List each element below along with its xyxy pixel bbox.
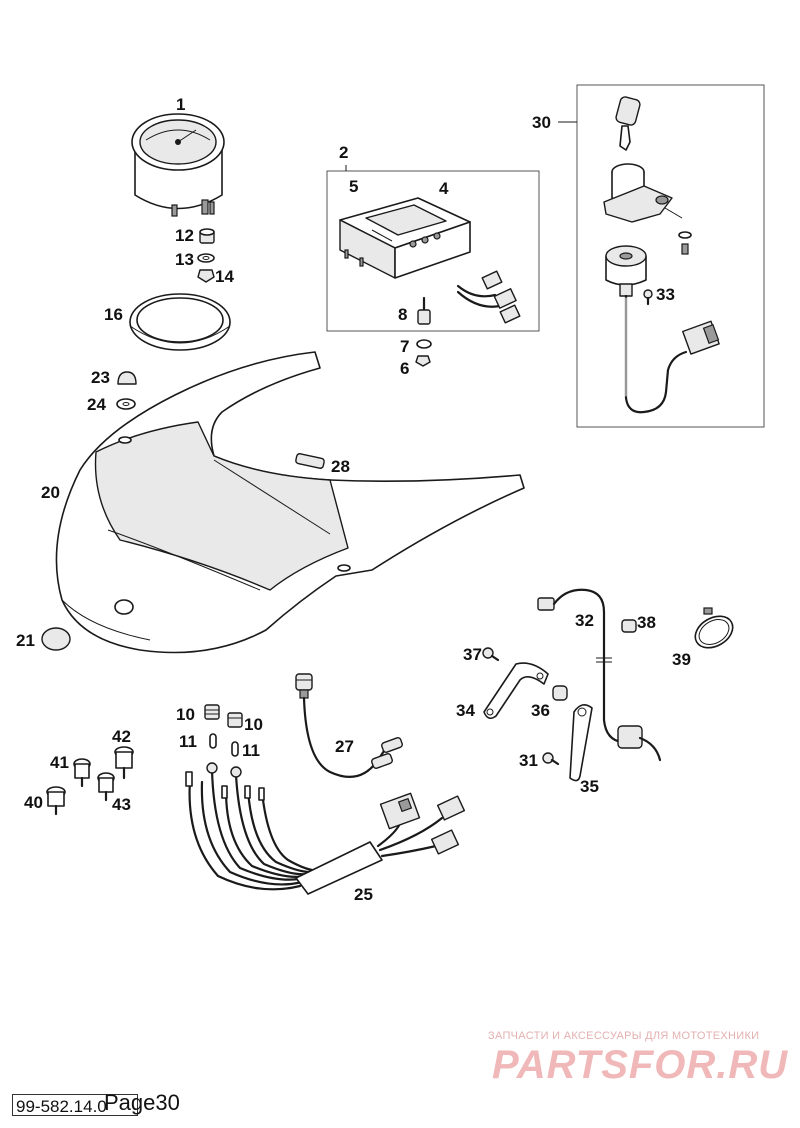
callout-13: 13	[175, 250, 194, 269]
callout-16: 16	[104, 305, 123, 324]
callout-11-left: 11	[179, 732, 197, 751]
part-6-nut	[415, 355, 431, 367]
part-30-ignition-lock	[603, 163, 692, 255]
part-12-bushing	[199, 228, 215, 244]
callout-34: 34	[456, 701, 475, 720]
part-7-washer	[416, 339, 432, 349]
callout-28: 28	[331, 457, 350, 476]
part-34-bracket	[483, 662, 549, 720]
doc-number-box	[12, 1094, 138, 1116]
part-38-clip	[621, 619, 637, 633]
part-13-washer	[197, 253, 215, 263]
callout-labels: 1 2 5 4 8 7 6 12 13 14 16 30 33 23 24 28…	[16, 95, 691, 904]
part-11-bulb-left	[209, 733, 217, 749]
part-30-ignition-key	[615, 96, 641, 151]
callout-2: 2	[339, 143, 348, 162]
callout-11-right: 11	[242, 741, 260, 760]
part-16-ring	[129, 293, 231, 351]
part-35-bracket	[569, 704, 593, 782]
part-8-stud	[417, 296, 431, 325]
callout-21: 21	[16, 631, 35, 650]
part-40-lamp	[46, 786, 66, 816]
part-30-ignition-switch	[605, 245, 720, 414]
callout-14: 14	[215, 267, 234, 286]
part-24-washer	[116, 398, 136, 410]
part-36-spacer	[552, 685, 568, 701]
part-14-nut	[197, 269, 215, 283]
callout-20: 20	[41, 483, 60, 502]
callout-1: 1	[176, 95, 185, 114]
part-43-lamp	[97, 772, 115, 802]
callout-41: 41	[50, 753, 69, 772]
part-27-speedo-cable	[295, 673, 403, 778]
callout-10-right: 10	[244, 715, 263, 734]
callout-5: 5	[349, 177, 358, 196]
callout-42: 42	[112, 727, 131, 746]
part-10-lamp-holder-left	[204, 704, 220, 720]
callout-10-left: 10	[176, 705, 195, 724]
part-10-lamp-holder-right	[227, 712, 243, 728]
callout-36: 36	[531, 701, 550, 720]
part-39-cable-tie	[694, 607, 734, 649]
part-33-screw	[643, 289, 653, 306]
part-42-lamp	[114, 746, 134, 780]
group-box-2	[326, 170, 540, 332]
callout-27: 27	[335, 737, 354, 756]
callout-35: 35	[580, 777, 599, 796]
part-11-bulb-right	[231, 741, 239, 757]
callout-8: 8	[398, 305, 407, 324]
watermark-caption: ЗАПЧАСТИ И АКСЕССУАРЫ ДЛЯ МОТОТЕХНИКИ	[488, 1030, 760, 1042]
callout-31: 31	[519, 751, 538, 770]
part-2-wiring-connectors	[456, 270, 521, 324]
part-31-screw	[542, 752, 560, 766]
callout-39: 39	[672, 650, 691, 669]
part-1-speedometer	[131, 113, 225, 217]
callout-24: 24	[87, 395, 106, 414]
part-25-wiring-harness	[185, 762, 466, 895]
part-20-fairing	[55, 351, 525, 654]
callout-4: 4	[439, 179, 449, 198]
doc-number: 99-582.14.0	[16, 1097, 107, 1116]
callout-30: 30	[532, 113, 551, 132]
callout-12: 12	[175, 226, 194, 245]
callout-43: 43	[112, 795, 131, 814]
part-4-display-unit	[339, 197, 471, 279]
part-21-plug	[41, 627, 71, 651]
page-label: Page30	[104, 1090, 180, 1115]
callout-25: 25	[354, 885, 373, 904]
part-23-cap-nut	[117, 371, 137, 385]
part-32-sensor-cable	[537, 588, 662, 762]
callout-37: 37	[463, 645, 482, 664]
part-37-screw	[482, 647, 500, 662]
callout-7: 7	[400, 337, 409, 356]
group-box-30	[576, 84, 765, 428]
callout-38: 38	[637, 613, 656, 632]
watermark-logo: PARTSFOR.RU	[492, 1043, 789, 1087]
callout-23: 23	[91, 368, 110, 387]
part-28-clip	[295, 453, 325, 469]
callout-32: 32	[575, 611, 594, 630]
part-41-lamp	[73, 758, 91, 788]
callout-6: 6	[400, 359, 409, 378]
callout-33: 33	[656, 285, 675, 304]
callout-40: 40	[24, 793, 43, 812]
